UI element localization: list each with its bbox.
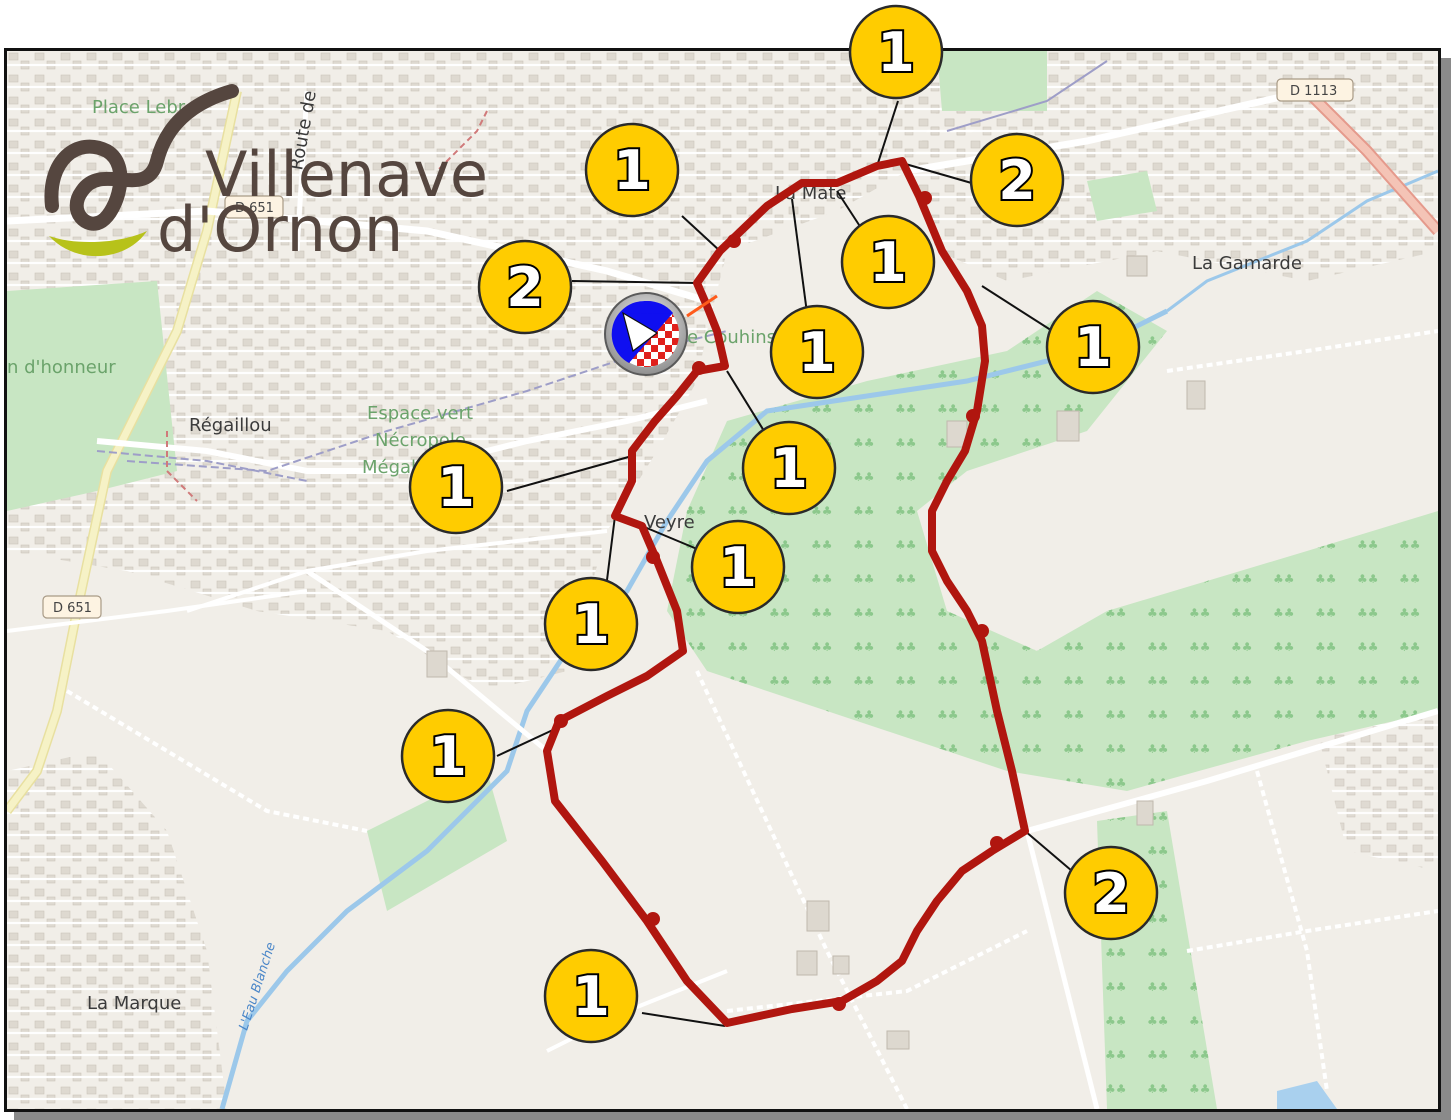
stream-north — [1166, 169, 1438, 313]
svg-text:D 651: D 651 — [235, 201, 274, 216]
start-finish-icon[interactable] — [604, 292, 718, 376]
label-veyre: Veyre — [644, 512, 695, 533]
route-loop[interactable] — [543, 157, 1029, 1027]
logo-line1: Villenave — [205, 138, 488, 211]
route-direction-dots — [554, 191, 1004, 1011]
logo-line2: d'Ornon — [157, 193, 403, 266]
road-shield-d1113: D 1113 — [1276, 78, 1354, 102]
svg-text:D 651: D 651 — [53, 601, 92, 616]
label-necropole: Nécropole — [375, 430, 466, 451]
label-espace-vert: Espace vert — [367, 403, 473, 424]
roads — [7, 60, 1438, 1109]
leader-lines — [496, 100, 1073, 1027]
road-shield-d651-left: D 651 — [42, 595, 102, 619]
label-la-marque: La Marque — [87, 993, 181, 1014]
label-la-gamarde: La Gamarde — [1192, 253, 1302, 274]
buildings — [426, 255, 1206, 1050]
label-couhins: e Couhins — [687, 327, 776, 348]
label-honneur: n d'honneur — [7, 357, 116, 378]
map-view[interactable]: ♣♣ — [7, 51, 1438, 1109]
label-regaillou: Régaillou — [189, 415, 272, 436]
map-frame: ♣♣ — [4, 48, 1441, 1112]
svg-text:D 1113: D 1113 — [1290, 84, 1337, 99]
label-megal: Mégal — [362, 457, 416, 478]
road-shield-d651-top: D 651 — [224, 195, 284, 219]
label-place-lebrun: Place Lebr — [92, 97, 186, 118]
villenave-logo: Villenave d'Ornon — [44, 84, 488, 266]
pond — [1277, 1081, 1337, 1109]
